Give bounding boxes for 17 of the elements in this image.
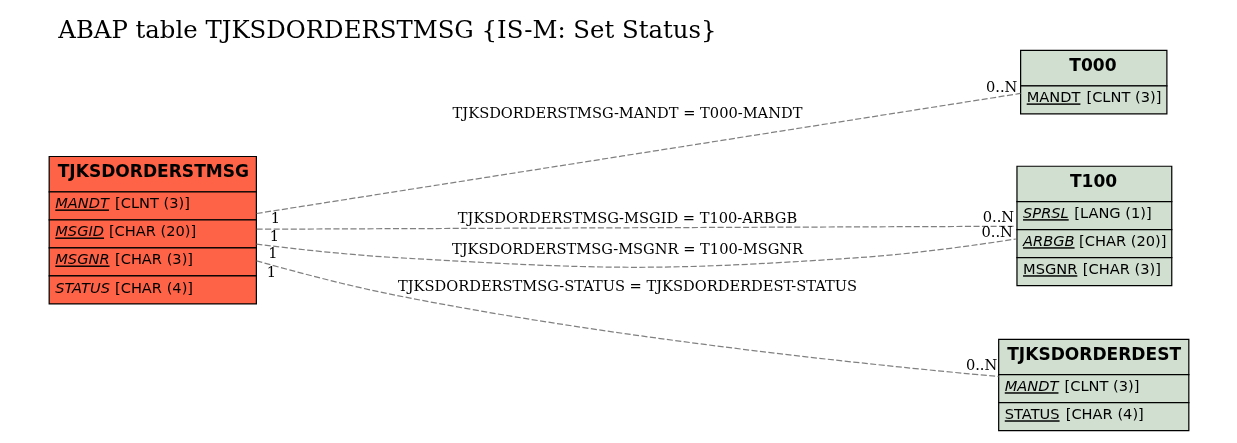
label: 0..N xyxy=(980,222,1013,240)
edge-label: TJKSDORDERSTMSG-MSGNR = T100-MSGNR xyxy=(451,239,803,257)
edge-label: TJKSDORDERSTMSG-STATUS = TJKSDORDERDEST-STATUS xyxy=(397,276,857,294)
connector xyxy=(255,225,1017,230)
edge-label: TJKSDORDERSTMSG-MSGID = T100-ARBGB xyxy=(457,208,797,226)
connector xyxy=(255,237,1016,268)
diagram-title: ABAP table TJKSDORDERSTMSG {IS-M: Set Status} xyxy=(57,14,716,44)
label: 1 xyxy=(269,226,279,244)
edge-label: TJKSDORDERSTMSG-MANDT = T000-MANDT xyxy=(452,103,802,121)
label: 0..N xyxy=(965,355,997,373)
connector xyxy=(255,259,999,377)
label: 1 xyxy=(266,262,276,280)
label: 0..N xyxy=(985,77,1017,95)
label: 1 xyxy=(270,208,280,226)
label: 0..N xyxy=(982,207,1014,225)
label: 1 xyxy=(267,243,278,261)
connector xyxy=(255,92,1021,214)
